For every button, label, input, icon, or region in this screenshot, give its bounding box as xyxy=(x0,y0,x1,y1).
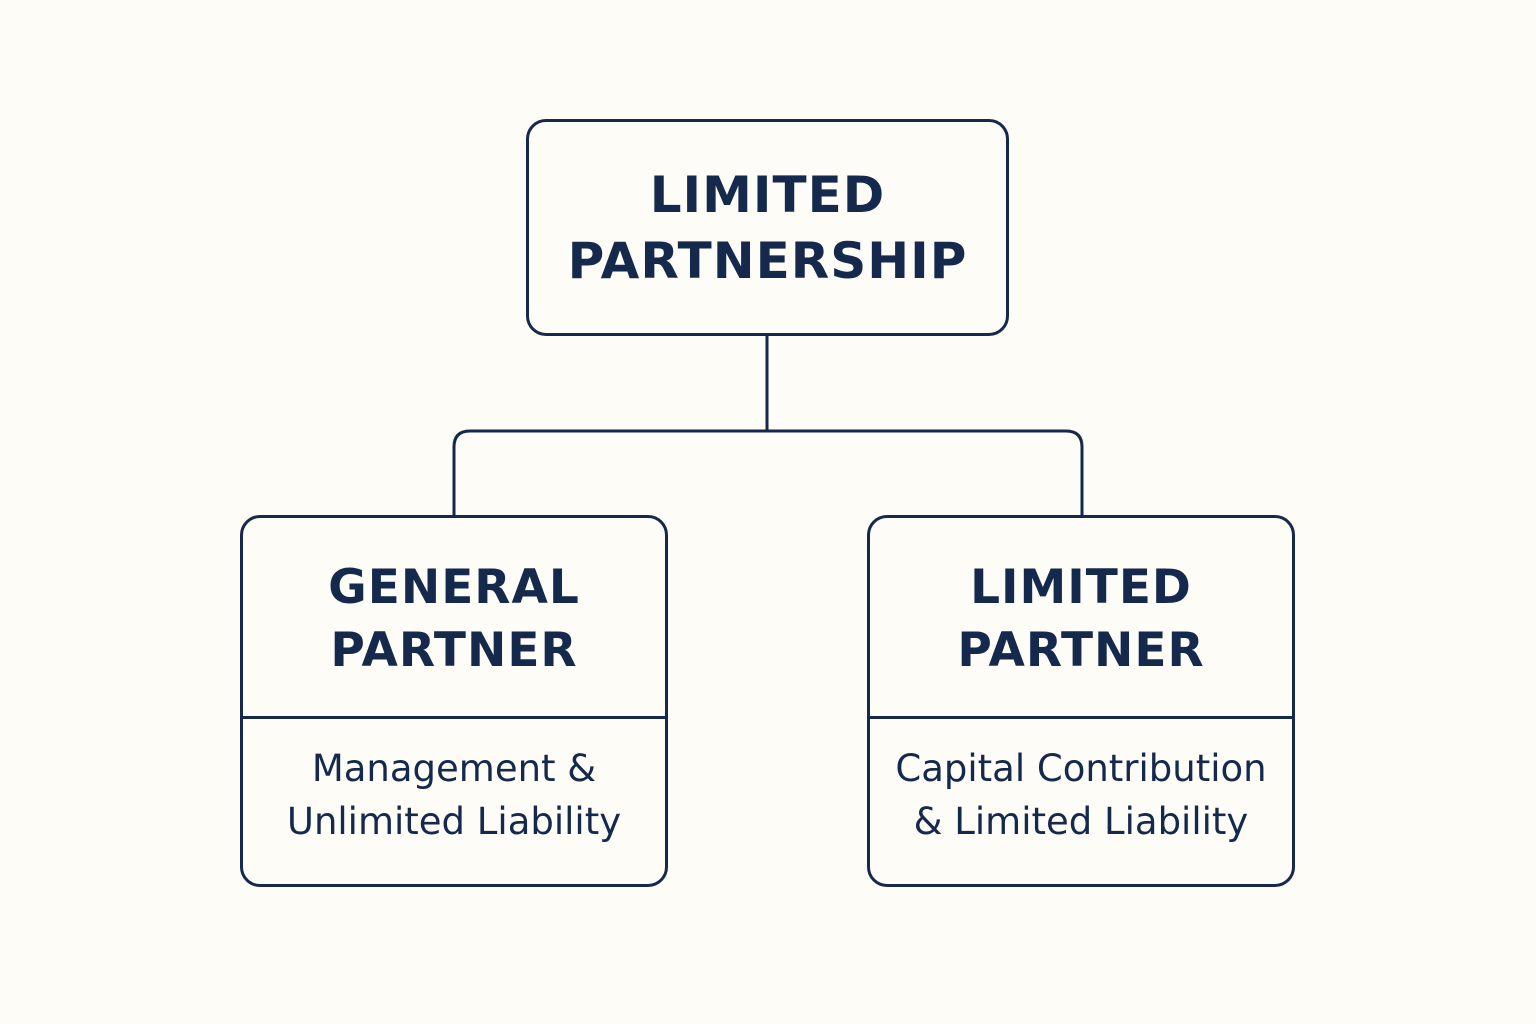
description-text: Capital Contribution & Limited Liability xyxy=(895,742,1266,848)
title-line: GENERAL xyxy=(328,560,580,615)
connector-branch xyxy=(452,429,1084,515)
general-partner-header: GENERAL PARTNER xyxy=(243,518,665,716)
description-line: Unlimited Liability xyxy=(286,799,622,843)
limited-partner-header: LIMITED PARTNER xyxy=(870,518,1292,716)
description-line: Management & xyxy=(311,746,597,790)
title-line: PARTNER xyxy=(330,623,578,678)
title-line: PARTNERSHIP xyxy=(567,231,968,290)
description-line: Capital Contribution xyxy=(895,746,1267,790)
general-partner-box: GENERAL PARTNER Management & Unlimited L… xyxy=(240,515,668,887)
limited-partnership-title: LIMITED PARTNERSHIP xyxy=(568,162,968,294)
limited-partner-box: LIMITED PARTNER Capital Contribution & L… xyxy=(867,515,1295,887)
card-divider xyxy=(243,716,665,719)
limited-partnership-box: LIMITED PARTNERSHIP xyxy=(526,119,1009,336)
title-line: LIMITED xyxy=(970,560,1192,615)
description-text: Management & Unlimited Liability xyxy=(287,742,621,848)
description-line: & Limited Liability xyxy=(913,799,1249,843)
title-line: LIMITED xyxy=(649,165,886,224)
general-partner-title: GENERAL PARTNER xyxy=(328,556,580,682)
title-line: PARTNER xyxy=(957,623,1205,678)
general-partner-description: Management & Unlimited Liability xyxy=(243,719,665,884)
limited-partner-title: LIMITED PARTNER xyxy=(957,556,1204,682)
limited-partner-description: Capital Contribution & Limited Liability xyxy=(870,719,1292,884)
card-divider xyxy=(870,716,1292,719)
